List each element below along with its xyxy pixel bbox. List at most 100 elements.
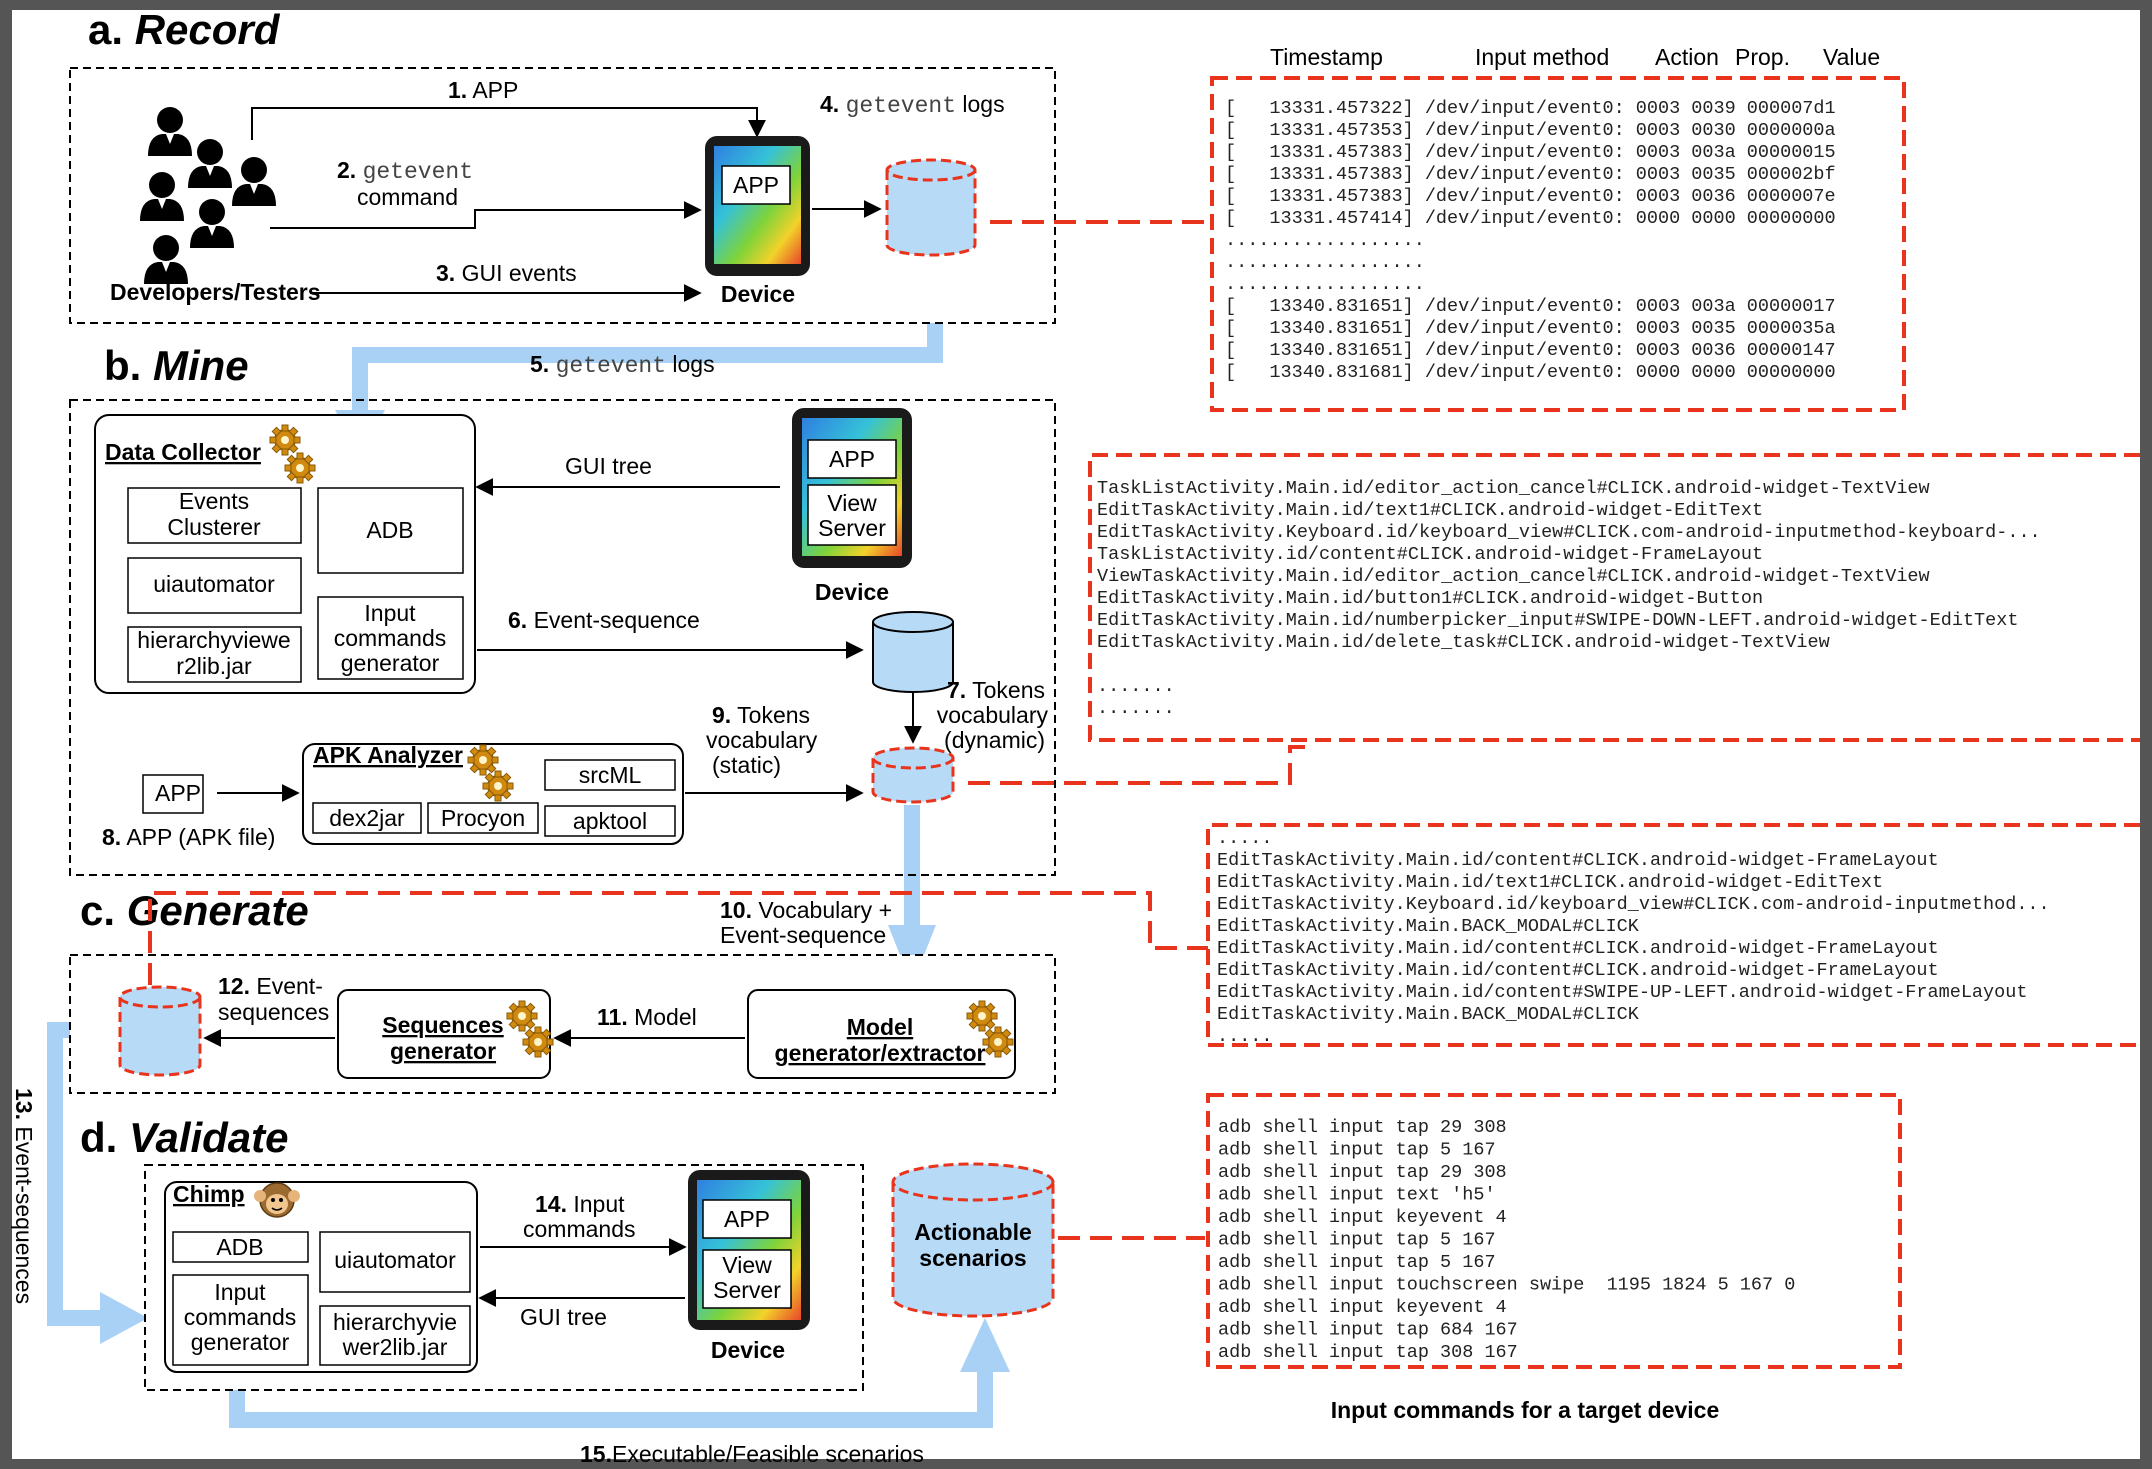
arrow-getevent-command: [270, 201, 702, 229]
adb-label: ADB: [366, 517, 413, 543]
log-line: [ 13340.831681] /dev/input/event0: 0000 …: [1225, 362, 1836, 383]
events-clusterer-box: [127, 487, 302, 544]
command-line: adb shell input tap 684 167: [1218, 1320, 1518, 1341]
chimp-input-line1: Input: [214, 1279, 266, 1305]
step11-label: 11. Model: [597, 1004, 697, 1030]
sequence-line: EditTaskActivity.Main.id/content#SWIPE-U…: [1217, 982, 2027, 1003]
events-clusterer-line2: Clusterer: [167, 514, 261, 540]
input-commands-line1: Input: [364, 600, 416, 626]
command-line: adb shell input tap 5 167: [1218, 1230, 1496, 1251]
sequence-line: EditTaskActivity.Main.id/text1#CLICK.and…: [1217, 872, 1883, 893]
sequence-line: EditTaskActivity.Keyboard.id/keyboard_vi…: [1217, 894, 2050, 915]
section-title-mine: b. Mine: [104, 342, 249, 389]
validate-device: APP View Server: [688, 1170, 810, 1330]
arrow-app-to-device: [251, 107, 766, 140]
chimp-hierarchy-line1: hierarchyvie: [333, 1309, 457, 1335]
step7-line2: vocabulary: [937, 702, 1049, 728]
uiautomator-label: uiautomator: [153, 571, 275, 597]
log-panel: [1210, 76, 1906, 412]
validate-device-view: View: [722, 1252, 772, 1278]
vocabulary-database: [871, 746, 955, 804]
database-icon: [118, 985, 202, 1009]
chimp-hierarchy-box: [319, 1305, 471, 1366]
hierarchyviewer-line1: hierarchyviewe: [137, 627, 290, 653]
gui-tree-label-mine: GUI tree: [565, 453, 652, 479]
hierarchyviewer-line2: r2lib.jar: [176, 653, 252, 679]
sequence-lines: .....EditTaskActivity.Main.id/content#CL…: [1217, 828, 2050, 1047]
vocab-lines: TaskListActivity.Main.id/editor_action_c…: [1097, 478, 2041, 719]
command-line: adb shell input tap 308 167: [1218, 1342, 1518, 1363]
apk-app-label: APP: [155, 780, 201, 806]
step5-label: 5. getevent logs: [530, 351, 715, 379]
connector-sequence-panel: [148, 891, 1208, 985]
input-commands-generator-box: [317, 596, 464, 680]
log-line: [ 13331.457353] /dev/input/event0: 0003 …: [1225, 120, 1836, 141]
log-line: [ 13340.831651] /dev/input/event0: 0003 …: [1225, 318, 1836, 339]
adb-box: [317, 487, 464, 574]
log-header-timestamp: Timestamp: [1270, 44, 1383, 70]
apk-app-box: [142, 774, 204, 814]
actionable-line1: Actionable: [914, 1219, 1032, 1245]
event-sequence-database: [872, 611, 954, 693]
step10-line2: Event-sequence: [720, 922, 886, 948]
sequence-line: EditTaskActivity.Main.id/content#CLICK.a…: [1217, 938, 1939, 959]
step9-line3: (static): [712, 752, 781, 778]
sequence-line: EditTaskActivity.Main.id/content#CLICK.a…: [1217, 850, 1939, 871]
hierarchyviewer-box: [127, 626, 302, 683]
flow-arrow-executable-scenarios: [229, 1318, 1010, 1428]
step15-label: 15.Executable/Feasible scenarios: [580, 1441, 924, 1467]
vocab-line: .......: [1097, 676, 1175, 697]
log-header-prop: Prop.: [1735, 44, 1790, 70]
step7-line3: (dynamic): [944, 727, 1045, 753]
chimp-title: Chimp: [173, 1181, 245, 1207]
validate-device-label: Device: [711, 1337, 785, 1363]
sequence-line: EditTaskActivity.Main.id/content#CLICK.a…: [1217, 960, 1939, 981]
command-line: adb shell input tap 5 167: [1218, 1252, 1496, 1273]
chimp-input-commands-box: [172, 1274, 309, 1366]
model-generator-line1: Model: [847, 1014, 913, 1040]
step1-label: 1. APP: [448, 77, 518, 103]
mine-panel: [69, 399, 1056, 876]
record-device-label: Device: [721, 281, 795, 307]
input-commands-line2: commands: [334, 625, 446, 651]
sequence-line: EditTaskActivity.Main.BACK_MODAL#CLICK: [1217, 916, 1640, 937]
section-title-validate: d. Validate: [80, 1114, 289, 1161]
chimp-uiautomator-label: uiautomator: [334, 1247, 456, 1273]
gui-tree-label-validate: GUI tree: [520, 1304, 607, 1330]
logs-database: [885, 158, 977, 257]
validate-device-app: APP: [724, 1206, 770, 1232]
step6-label: 6. Event-sequence: [508, 607, 700, 633]
vocab-line: EditTaskActivity.Main.id/delete_task#CLI…: [1097, 632, 1830, 653]
apktool-box: [544, 805, 676, 837]
log-line: [ 13340.831651] /dev/input/event0: 0003 …: [1225, 340, 1836, 361]
apktool-label: apktool: [573, 808, 647, 834]
vocab-line: TaskListActivity.id/content#CLICK.androi…: [1097, 544, 1763, 565]
step14-line1: 14. Input: [535, 1191, 625, 1217]
data-collector-title: Data Collector: [105, 439, 261, 465]
mine-device-server: Server: [818, 515, 886, 541]
sequence-line: EditTaskActivity.Main.BACK_MODAL#CLICK: [1217, 1004, 1640, 1025]
monkey-icon: [254, 1182, 300, 1218]
commands-panel: [1206, 1093, 1902, 1369]
database-icon: [872, 611, 954, 633]
actionable-line2: scenarios: [919, 1245, 1026, 1271]
chimp-input-line3: generator: [191, 1329, 290, 1355]
commands-caption: Input commands for a target device: [1331, 1397, 1720, 1423]
vocab-panel: [1088, 453, 2140, 742]
dex2jar-label: dex2jar: [329, 805, 405, 831]
section-title-record: a. Record: [88, 6, 281, 53]
chimp-uiautomator-box: [319, 1231, 471, 1293]
step2-label-command: command: [357, 184, 458, 210]
step13-label: 13. Event-sequences: [11, 1088, 37, 1304]
log-header-value: Value: [1823, 44, 1880, 70]
log-lines: [ 13331.457322] /dev/input/event0: 0003 …: [1225, 98, 1836, 383]
step2-label: 2. getevent: [337, 157, 473, 185]
step9-line1: 9. Tokens: [712, 702, 810, 728]
log-line: [ 13340.831651] /dev/input/event0: 0003 …: [1225, 296, 1836, 317]
vocab-line: EditTaskActivity.Main.id/text1#CLICK.and…: [1097, 500, 1763, 521]
vocab-line: TaskListActivity.Main.id/editor_action_c…: [1097, 478, 1930, 499]
step10-line1: 10. Vocabulary +: [720, 897, 892, 923]
log-line: [ 13331.457383] /dev/input/event0: 0003 …: [1225, 186, 1836, 207]
chimp-hierarchy-line2: wer2lib.jar: [342, 1334, 448, 1360]
